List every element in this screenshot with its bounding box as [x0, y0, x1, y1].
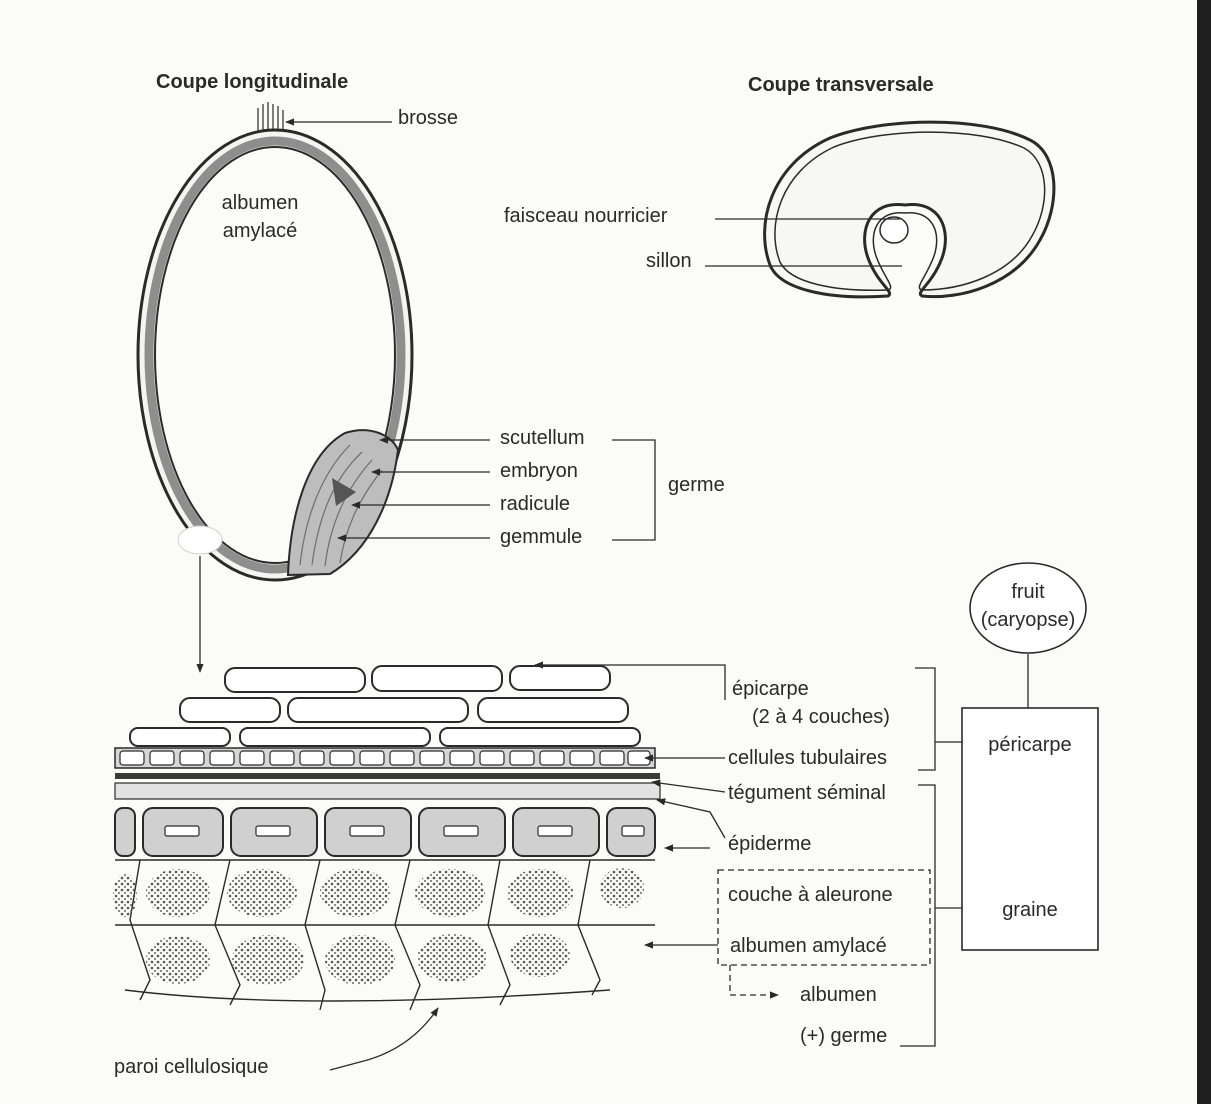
tissue-detail [113, 666, 660, 1010]
label-caryopse: (caryopse) [968, 610, 1088, 630]
title-transversal: Coupe transversale [748, 75, 934, 95]
label-paroi: paroi cellulosique [114, 1057, 269, 1077]
vascular-bundle [880, 217, 908, 243]
epidermis-band [115, 783, 660, 799]
label-cellules-tubulaires: cellules tubulaires [728, 748, 887, 768]
label-albumen: albumen [218, 193, 302, 213]
seed-coat-band [115, 773, 660, 779]
label-epicarpe-couches: (2 à 4 couches) [752, 707, 890, 727]
title-longitudinal: Coupe longitudinale [156, 72, 348, 92]
label-graine: graine [970, 900, 1090, 920]
label-radicule: radicule [500, 494, 570, 514]
label-germe: germe [668, 475, 725, 495]
transverse-outline-outer [765, 122, 1054, 297]
label-sillon: sillon [646, 251, 692, 271]
label-brosse: brosse [398, 108, 458, 128]
tissue-leaders [330, 665, 725, 1070]
longitudinal-grain [138, 102, 412, 580]
label-fruit: fruit [978, 582, 1078, 602]
brush-hairs [258, 102, 283, 133]
label-faisceau: faisceau nourricier [504, 206, 667, 226]
label-amylace: amylacé [218, 221, 302, 241]
fruit-ellipse [970, 563, 1086, 653]
label-aleurone: couche à aleurone [728, 885, 893, 905]
starch-granules [113, 868, 644, 985]
transverse-grain [765, 122, 1054, 297]
label-epicarpe: épicarpe [732, 679, 809, 699]
sample-spot [178, 526, 222, 554]
label-epiderme: épiderme [728, 834, 811, 854]
label-scutellum: scutellum [500, 428, 584, 448]
label-gemmule: gemmule [500, 527, 582, 547]
label-embryon: embryon [500, 461, 578, 481]
label-tegument: tégument séminal [728, 783, 886, 803]
page-edge [1197, 0, 1211, 1104]
label-pericarpe: péricarpe [970, 735, 1090, 755]
epicarp-cells [130, 666, 640, 746]
label-albumen-amylace: albumen amylacé [730, 936, 887, 956]
label-plus-germe: (+) germe [800, 1026, 887, 1046]
label-albumen: albumen [800, 985, 877, 1005]
